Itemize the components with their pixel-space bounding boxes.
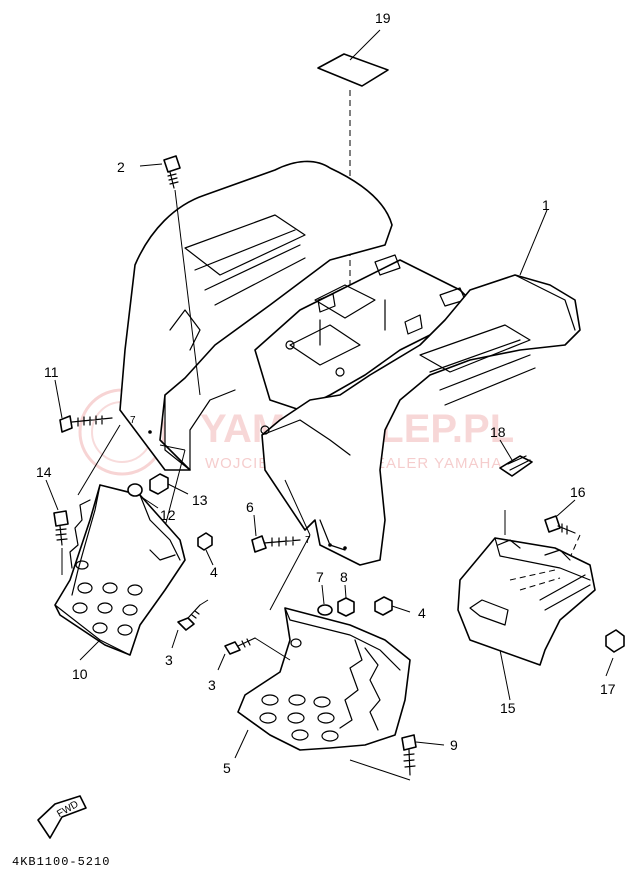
callout-18: 18 [490, 424, 506, 440]
part-4-nut-right [374, 596, 411, 616]
callout-8: 8 [340, 569, 348, 585]
svg-text:7: 7 [305, 535, 311, 546]
part-10-left-footrest [54, 484, 186, 661]
part-17-nut [605, 629, 625, 677]
part-8-nut [337, 584, 355, 617]
callouts: 19 2 1 11 18 14 12 13 4 6 16 7 8 4 10 3 … [36, 10, 616, 776]
part-7-washer [317, 584, 333, 616]
part-3-screw-left [171, 599, 209, 649]
part-6-bolt: 7 [251, 514, 311, 553]
callout-1: 1 [542, 197, 550, 213]
part-3-screw-right [217, 637, 291, 671]
callout-5: 5 [223, 760, 231, 776]
callout-10: 10 [72, 666, 88, 682]
part-11-bolt: 7 [54, 379, 136, 433]
callout-4-left: 4 [210, 564, 218, 580]
svg-text:7: 7 [130, 415, 136, 426]
callout-13: 13 [192, 492, 208, 508]
callout-14: 14 [36, 464, 52, 480]
part-2-bolt [139, 155, 201, 396]
part-18-clip [499, 439, 533, 477]
callout-6: 6 [246, 499, 254, 515]
part-15-box [457, 510, 596, 701]
part-code: 4KB1100-5210 [12, 855, 111, 869]
callout-4-right: 4 [418, 605, 426, 621]
part-12-washer [127, 483, 159, 509]
part-14-bolt [45, 479, 69, 575]
callout-7: 7 [316, 569, 324, 585]
callout-15: 15 [500, 700, 516, 716]
part-5-right-footrest [234, 607, 411, 759]
callout-9: 9 [450, 737, 458, 753]
callout-12: 12 [160, 507, 176, 523]
callout-19: 19 [375, 10, 391, 26]
callout-17: 17 [600, 681, 616, 697]
callout-2: 2 [117, 159, 125, 175]
callout-3-left: 3 [165, 652, 173, 668]
part-9-bolt [349, 734, 445, 781]
part-4-nut-left [197, 532, 214, 566]
part-1-rear-fender [119, 160, 581, 566]
callout-16: 16 [570, 484, 586, 500]
part-13-nut [149, 473, 189, 495]
callout-3-right: 3 [208, 677, 216, 693]
fwd-arrow-icon: FWD [37, 795, 87, 839]
callout-11: 11 [44, 364, 59, 380]
